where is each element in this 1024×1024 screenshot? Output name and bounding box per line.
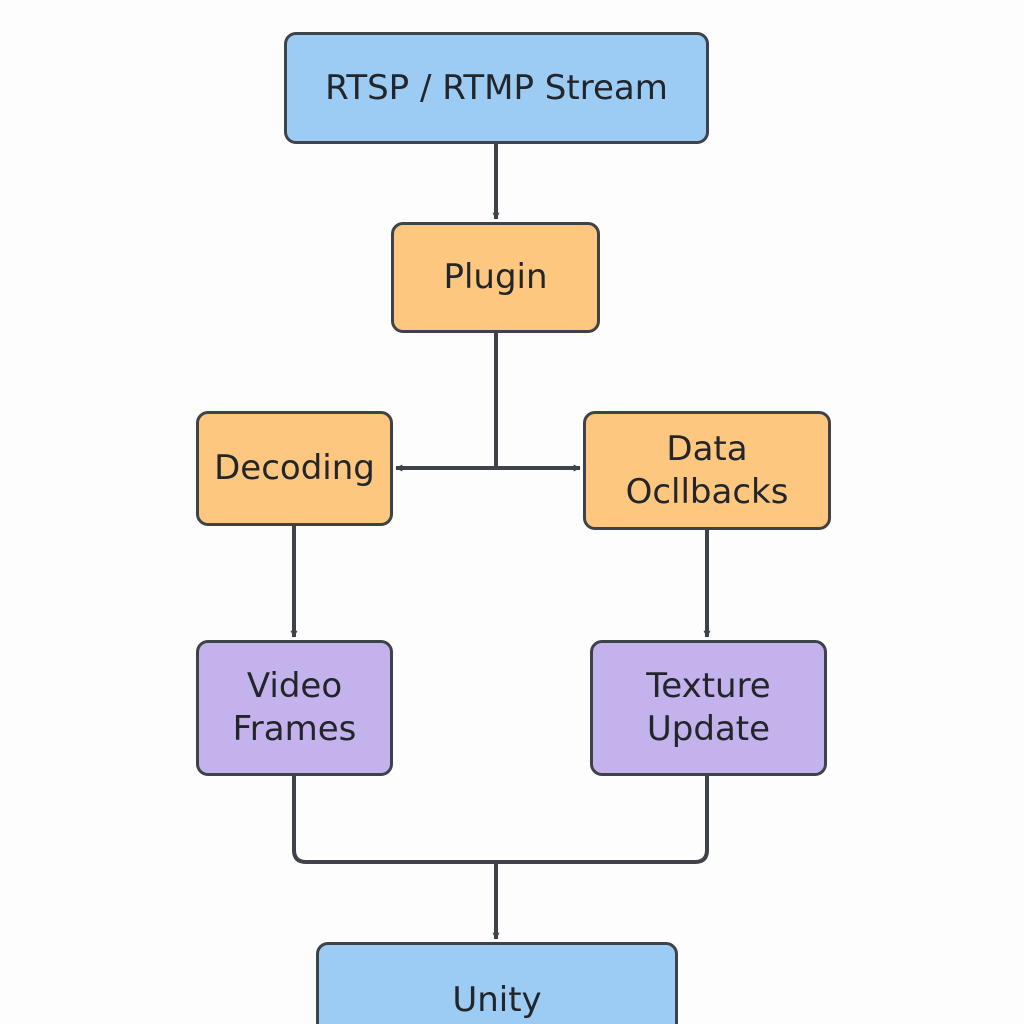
node-unity: Unity	[316, 942, 678, 1024]
node-label-line-2: Ocllbacks	[625, 471, 789, 512]
node-label: Unity	[452, 980, 542, 1020]
node-data-callbacks: Data Ocllbacks	[583, 411, 831, 530]
node-label-line-1: Data	[666, 428, 748, 469]
node-label-line-2: Update	[646, 709, 771, 749]
node-decoding: Decoding	[196, 411, 393, 526]
node-label-line-2: Frames	[232, 709, 357, 749]
node-label-line-1: Texture	[646, 666, 771, 706]
node-label-line-1: Video	[246, 666, 343, 706]
node-label: Plugin	[443, 257, 548, 297]
node-label: Decoding	[214, 448, 375, 488]
edge-merge	[292, 776, 709, 864]
node-texture-update: Texture Update	[590, 640, 827, 776]
node-video-frames: Video Frames	[196, 640, 393, 776]
node-plugin: Plugin	[391, 222, 600, 333]
node-label: RTSP / RTMP Stream	[325, 67, 668, 108]
node-rtsp-rtmp-stream: RTSP / RTMP Stream	[284, 32, 709, 144]
